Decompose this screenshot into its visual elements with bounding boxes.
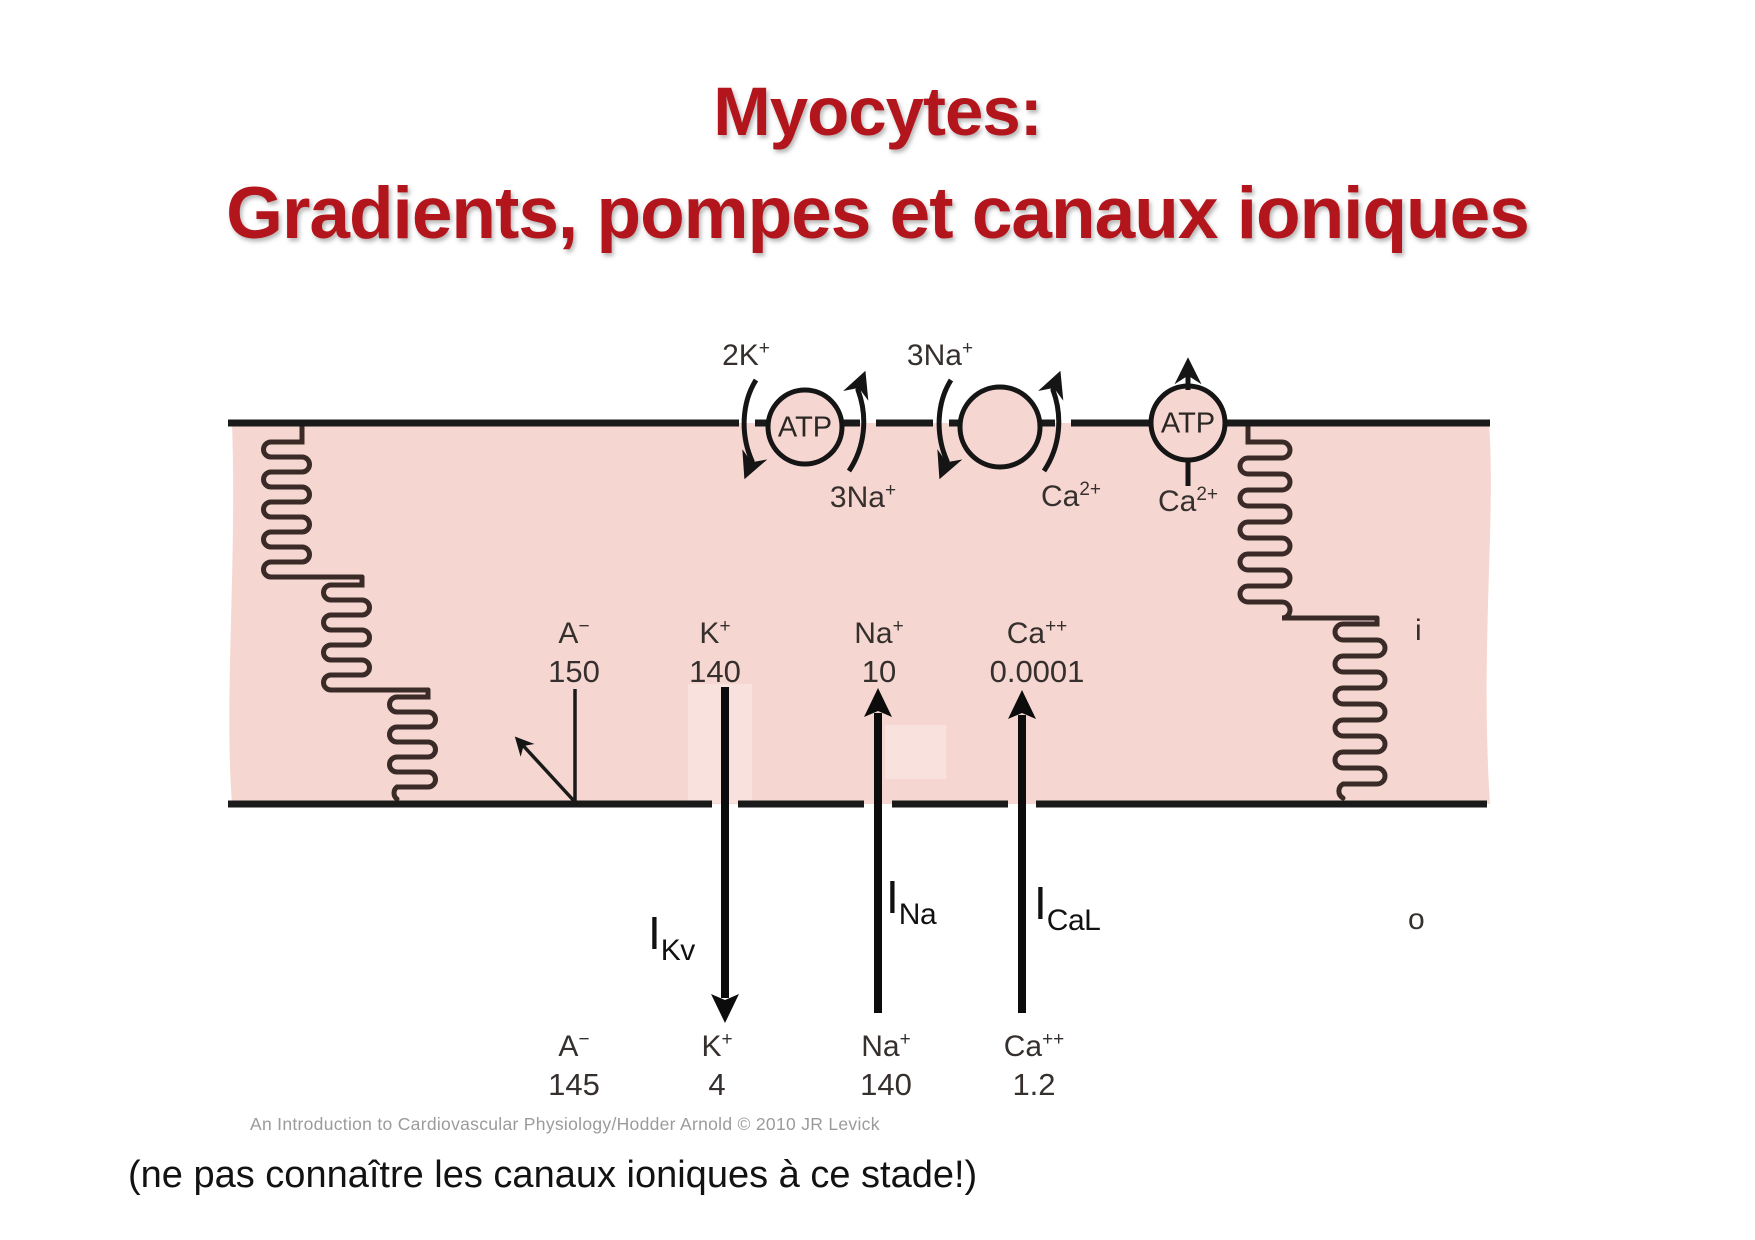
nak-pump-atp-label: ATP [777,411,833,444]
slide-footnote: (ne pas connaître les canaux ioniques à … [128,1154,978,1196]
pump-2k-label: 2K+ [722,338,770,372]
ion-na-intracellular: Na+ 10 [854,616,904,689]
k-current-arrow [711,687,739,1023]
ion-k-intracellular: K+ 140 [689,616,741,689]
pump-3na-inner-label: 3Na+ [829,480,897,514]
exchanger-ca-label: Ca2+ [1040,479,1102,513]
ca-current-arrow [1008,690,1036,1013]
ion-ca-intracellular: Ca++ 0.0001 [989,616,1085,689]
anion-impermeant-arrow [514,689,577,804]
extracellular-side-label: o [1408,903,1425,936]
highlight-k-column [688,684,752,803]
ion-ca-extracellular: Ca++ 1.2 [1003,1029,1065,1102]
current-ikv-label: IKv [648,907,695,967]
highlight-na-column [885,725,946,779]
intracellular-side-label: i [1415,614,1422,647]
nak-pump-circle [765,387,845,467]
pump-3na-top-label: 3Na+ [906,338,974,372]
figure-source-caption: An Introduction to Cardiovascular Physio… [250,1114,880,1134]
ion-na-extracellular: Na+ 140 [860,1029,912,1102]
ion-a-intracellular: A− 150 [548,616,600,689]
ion-k-extracellular: K+ 4 [701,1029,733,1102]
membrane-folds-left [261,422,438,802]
ca-pump-atp-label: ATP [1160,407,1216,440]
cell-interior [229,423,1491,804]
current-ical-label: ICaL [1034,877,1101,937]
membrane-folds-right [1237,422,1388,801]
na-current-arrow [864,688,892,1013]
ca-pump-ca-label: Ca2+ [1157,484,1219,518]
nak-pump-arrows [741,370,869,480]
ion-a-extracellular: A− 145 [548,1029,600,1102]
slide-title-line2: Gradients, pompes et canaux ioniques [226,173,1530,254]
naca-exchanger-arrows [936,370,1064,480]
naca-exchanger-circle [957,384,1043,470]
current-ina-label: INa [886,871,937,931]
slide-title-line1: Myocytes: [713,73,1042,150]
